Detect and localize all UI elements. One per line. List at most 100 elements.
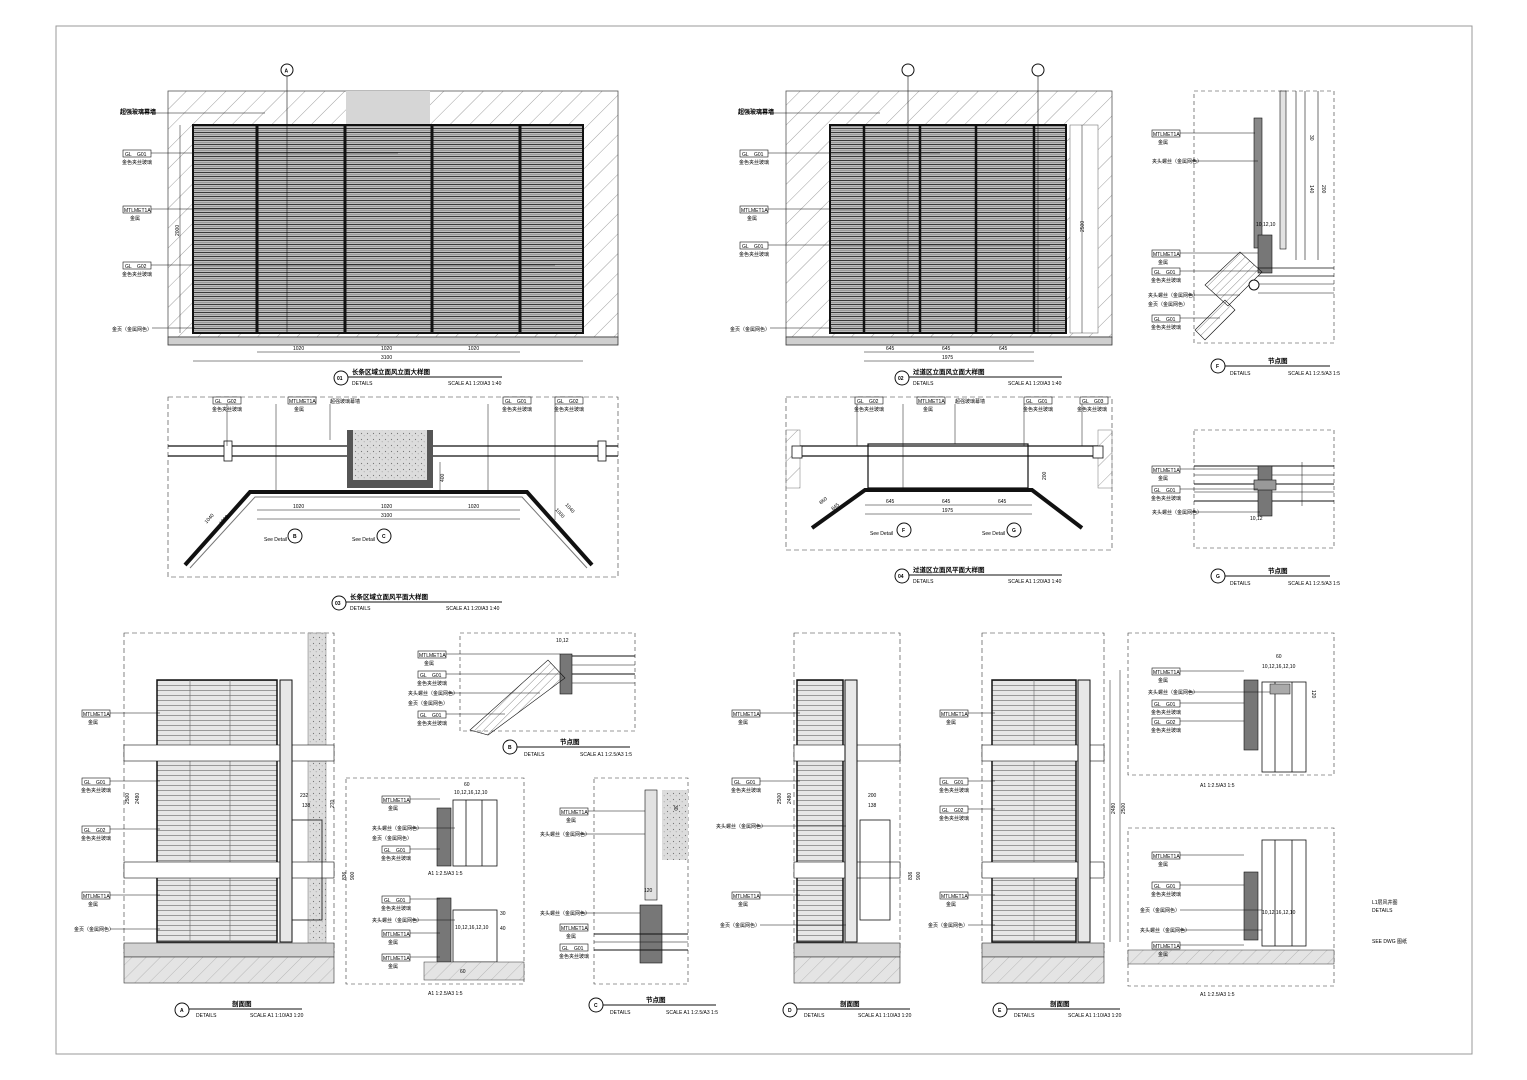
svg-text:A: A (180, 1008, 184, 1014)
svg-text:232: 232 (300, 793, 309, 799)
sheet-note: L1层风井图 DETAILS SEE DWG 图纸 (1372, 899, 1407, 945)
svg-text:120: 120 (1310, 690, 1316, 699)
svg-text:金页（金属网色）: 金页（金属网色） (730, 326, 770, 333)
svg-text:超强玻璃幕墙: 超强玻璃幕墙 (737, 108, 774, 116)
svg-text:A1 1:2.5/A3 1:5: A1 1:2.5/A3 1:5 (1200, 992, 1235, 998)
svg-text:G01: G01 (1166, 488, 1176, 494)
svg-text:MTL: MTL (733, 712, 743, 718)
view-G-detail: 10,12 MTL MET1A 金属 GL G01 金色夹丝玻璃 夹头螺丝（金属… (1151, 429, 1340, 587)
svg-text:金属: 金属 (130, 215, 140, 222)
svg-text:G02: G02 (96, 828, 106, 834)
svg-text:DETAILS: DETAILS (352, 381, 373, 387)
svg-text:G01: G01 (1166, 884, 1176, 890)
svg-text:金色夹丝玻璃: 金色夹丝玻璃 (381, 855, 411, 862)
svg-text:MTL: MTL (383, 932, 393, 938)
view-E-node-details: 60 10,12,16,12,10 120 MTL MET1A 金属 夹头螺丝（… (1127, 632, 1335, 998)
svg-text:MET1A: MET1A (571, 810, 588, 816)
svg-text:G01: G01 (1038, 399, 1048, 405)
svg-text:MET1A: MET1A (751, 208, 768, 214)
svg-text:836: 836 (908, 871, 914, 880)
svg-text:金色夹丝玻璃: 金色夹丝玻璃 (739, 251, 769, 258)
svg-text:860: 860 (818, 496, 828, 506)
louver-panel (192, 124, 584, 334)
view-01-elevation: A 超强玻璃幕墙 GL G01 金色夹丝玻璃 MTL MET1A 金属 GL G… (112, 63, 619, 387)
svg-text:金色夹丝玻璃: 金色夹丝玻璃 (417, 680, 447, 687)
svg-text:金属: 金属 (424, 660, 434, 667)
svg-text:SCALE A1 1:20/A3 1:40: SCALE A1 1:20/A3 1:40 (446, 606, 500, 612)
svg-text:金属: 金属 (1158, 677, 1168, 684)
svg-text:金色夹丝玻璃: 金色夹丝玻璃 (381, 905, 411, 912)
svg-text:GL: GL (384, 848, 391, 854)
svg-text:G01: G01 (96, 780, 106, 786)
svg-text:金属: 金属 (946, 719, 956, 726)
svg-text:See Detail: See Detail (870, 531, 893, 537)
svg-text:MTL: MTL (83, 894, 93, 900)
svg-text:金页（金属网色）: 金页（金属网色） (1148, 301, 1188, 308)
svg-text:金属: 金属 (88, 719, 98, 726)
svg-text:MET1A: MET1A (93, 712, 110, 718)
svg-text:金属: 金属 (1158, 259, 1168, 266)
svg-text:金属: 金属 (294, 406, 304, 413)
svg-text:GL: GL (1154, 317, 1161, 323)
svg-text:夹头螺丝（金属网色）: 夹头螺丝（金属网色） (1140, 927, 1190, 934)
svg-text:See Detail: See Detail (352, 537, 375, 543)
svg-text:DETAILS: DETAILS (804, 1013, 825, 1019)
svg-text:10,12: 10,12 (1250, 516, 1263, 522)
svg-text:金属: 金属 (1158, 139, 1168, 146)
view-04-plan: GL G02 金色夹丝玻璃 MTL MET1A 金属 超强玻璃幕墙 GL G01… (785, 396, 1113, 585)
svg-text:金色夹丝玻璃: 金色夹丝玻璃 (502, 406, 532, 413)
svg-text:金页（金属网色）: 金页（金属网色） (372, 835, 412, 842)
svg-text:G02: G02 (227, 399, 237, 405)
svg-text:B: B (508, 745, 512, 751)
louver-panel (829, 124, 1067, 334)
view-AB-node-details: 60 10,12,16,12,10 10,12,16,12,10 30 40 6… (345, 777, 525, 997)
svg-text:金属: 金属 (946, 901, 956, 908)
svg-text:金色夹丝玻璃: 金色夹丝玻璃 (1023, 406, 1053, 413)
svg-text:GL: GL (215, 399, 222, 405)
svg-text:SCALE A1 1:20/A3 1:40: SCALE A1 1:20/A3 1:40 (448, 381, 502, 387)
svg-text:金页（金属网色）: 金页（金属网色） (74, 926, 114, 933)
svg-text:金色夹丝玻璃: 金色夹丝玻璃 (1151, 727, 1181, 734)
svg-text:MTL: MTL (383, 956, 393, 962)
svg-text:G01: G01 (396, 898, 406, 904)
view-04-title: 过道区立面风平面大样图 (913, 565, 985, 574)
svg-text:夹头螺丝（金属网色）: 夹头螺丝（金属网色） (716, 823, 766, 830)
svg-text:C: C (382, 534, 386, 540)
svg-text:GL: GL (942, 808, 949, 814)
svg-text:夹头螺丝（金属网色）: 夹头螺丝（金属网色） (540, 910, 590, 917)
svg-text:SCALE A1 1:10/A3 1:20: SCALE A1 1:10/A3 1:20 (1068, 1013, 1122, 1019)
svg-text:MET1A: MET1A (1163, 132, 1180, 138)
svg-text:夹头螺丝（金属网色）: 夹头螺丝（金属网色） (540, 831, 590, 838)
svg-text:10,12,16,12,10: 10,12,16,12,10 (1262, 910, 1296, 916)
svg-text:MET1A: MET1A (1163, 670, 1180, 676)
svg-text:夹头螺丝（金属网色）: 夹头螺丝（金属网色） (1148, 689, 1198, 696)
svg-text:金页（金属网色）: 金页（金属网色） (928, 922, 968, 929)
svg-text:金属: 金属 (747, 215, 757, 222)
label-building-wall: 超强玻璃幕墙 (119, 108, 156, 116)
svg-text:MET1A: MET1A (928, 399, 945, 405)
svg-text:GL: GL (562, 946, 569, 952)
svg-text:MTL: MTL (561, 926, 571, 932)
svg-text:金色夹丝玻璃: 金色夹丝玻璃 (417, 720, 447, 727)
sheet-frame (55, 25, 1473, 1055)
svg-text:剖面图: 剖面图 (1050, 999, 1070, 1008)
svg-text:金属: 金属 (738, 901, 748, 908)
svg-text:金属: 金属 (88, 901, 98, 908)
svg-text:1020: 1020 (293, 504, 304, 510)
svg-text:金色夹丝玻璃: 金色夹丝玻璃 (122, 271, 152, 278)
svg-text:F: F (1216, 364, 1219, 370)
svg-text:836: 836 (342, 871, 348, 880)
svg-text:MET1A: MET1A (1163, 252, 1180, 258)
svg-text:2000: 2000 (175, 225, 181, 236)
svg-text:2500: 2500 (1080, 221, 1086, 232)
svg-text:G01: G01 (954, 780, 964, 786)
svg-text:GL: GL (384, 898, 391, 904)
svg-text:GL: GL (84, 828, 91, 834)
svg-text:金色夹丝玻璃: 金色夹丝玻璃 (1151, 709, 1181, 716)
svg-text:SCALE A1 1:2.5/A3 1:5: SCALE A1 1:2.5/A3 1:5 (580, 752, 632, 758)
svg-text:超强玻璃幕墙: 超强玻璃幕墙 (955, 398, 985, 405)
svg-text:MTL: MTL (419, 653, 429, 659)
svg-text:剖面图: 剖面图 (840, 999, 860, 1008)
svg-text:DETAILS: DETAILS (1230, 581, 1251, 587)
svg-text:DETAILS: DETAILS (913, 579, 934, 585)
